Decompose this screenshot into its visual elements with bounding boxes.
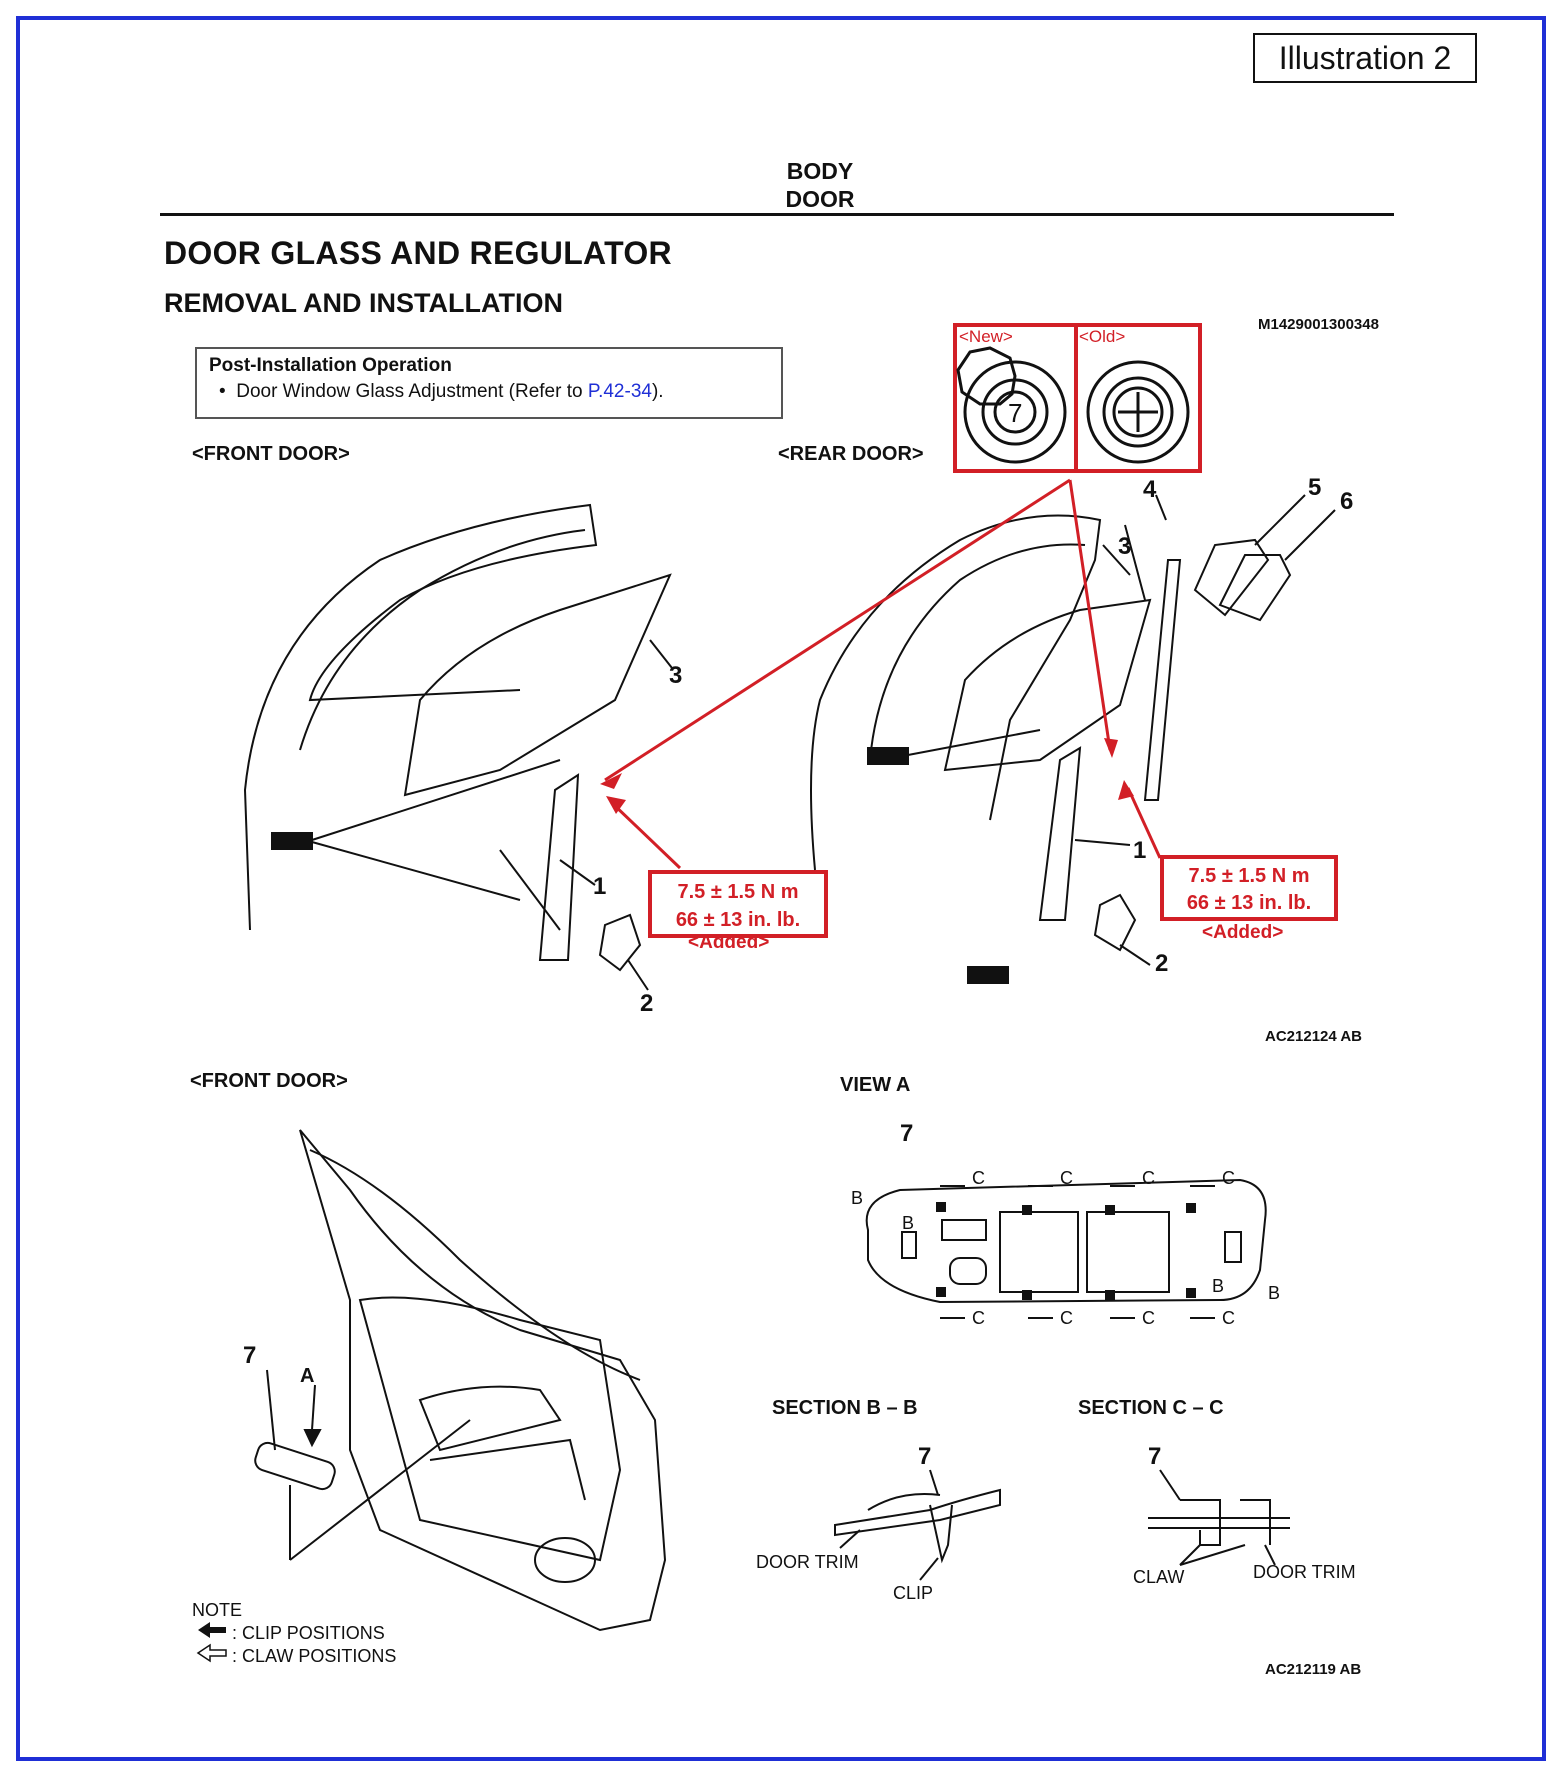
rear-quarter-seal	[1218, 554, 1292, 622]
callout-bb-7: 7	[918, 1443, 932, 1470]
torque-front-line2: 66 ± 13 in. lb.	[675, 909, 801, 931]
page-frame	[16, 16, 1546, 1761]
view-arrow-a-label: A	[300, 1365, 315, 1387]
viewa-b4: B	[1268, 1283, 1281, 1303]
post-install-text: Door Window Glass Adjustment (Refer to	[236, 381, 588, 402]
torque-rear-line1: 7.5 ± 1.5 N m	[1188, 865, 1310, 887]
front-door-glass	[403, 573, 672, 797]
new-bolt-icon	[956, 346, 1017, 406]
callout-rear-5: 5	[1308, 474, 1322, 501]
figure-code-top: AC212124 AB	[1265, 1028, 1362, 1045]
front-door-label: <FRONT DOOR>	[192, 443, 350, 465]
rear-handle-1	[867, 747, 909, 765]
old-bolt-label: <Old>	[1079, 327, 1126, 346]
view-a-clip-markers	[936, 1202, 1196, 1300]
viewa-b1: B	[851, 1188, 864, 1208]
rear-door-frame	[810, 514, 1102, 871]
viewa-c6: C	[1060, 1308, 1073, 1328]
callout-viewa-7: 7	[900, 1120, 914, 1147]
page-title: DOOR GLASS AND REGULATOR	[164, 235, 672, 271]
front-motor	[598, 913, 642, 972]
callout-rear-6: 6	[1340, 488, 1354, 515]
view-a-label: VIEW A	[840, 1074, 911, 1096]
torque-rear-box: 7.5 ± 1.5 N m 66 ± 13 in. lb.	[1160, 855, 1338, 921]
note-clip: : CLIP POSITIONS	[232, 1623, 385, 1643]
front-handle	[271, 832, 313, 850]
note-clip-arrow-icon	[198, 1622, 226, 1638]
figure-code-bottom: AC212119 AB	[1265, 1661, 1362, 1678]
section-bb-label: SECTION B – B	[772, 1397, 918, 1419]
door-trim-label: DOOR TRIM	[756, 1552, 859, 1572]
rear-motor	[1093, 893, 1137, 952]
rear-door-label: <REAR DOOR>	[778, 443, 924, 465]
page-subtitle: REMOVAL AND INSTALLATION	[164, 288, 563, 318]
viewa-c2: C	[1060, 1168, 1073, 1188]
callout-cc-7: 7	[1148, 1443, 1162, 1470]
header-line-2: DOOR	[785, 186, 855, 212]
old-bolt-box	[1074, 323, 1202, 473]
note-claw-arrow-icon	[196, 1643, 227, 1663]
viewa-c4: C	[1222, 1168, 1235, 1188]
old-bolt-head	[1086, 360, 1190, 464]
torque-front-box: 7.5 ± 1.5 N m 66 ± 13 in. lb.	[648, 870, 828, 938]
front-door-label-2: <FRONT DOOR>	[190, 1070, 348, 1092]
viewa-b2: B	[902, 1213, 915, 1233]
rear-door-sash	[869, 543, 1086, 761]
section-cc-drawing	[1148, 1469, 1290, 1566]
red-leader-arrows	[604, 478, 1162, 870]
post-install-bullet: • Door Window Glass Adjustment (Refer to…	[219, 381, 664, 402]
callout-rear-1: 1	[1133, 837, 1147, 864]
front-door-frame	[243, 503, 598, 931]
speaker	[534, 1537, 596, 1583]
door-trim-label-2: DOOR TRIM	[1253, 1562, 1356, 1582]
rear-regulator	[1038, 746, 1082, 921]
view-a-panel	[865, 1178, 1267, 1304]
viewa-c5: C	[972, 1308, 985, 1328]
illustration-tag: Illustration 2	[1253, 33, 1477, 83]
claw-label: CLAW	[1133, 1567, 1185, 1587]
new-bolt-label: <New>	[959, 327, 1013, 346]
viewa-b3: B	[1212, 1276, 1225, 1296]
switch-panel	[254, 1441, 336, 1491]
callout-front-2: 2	[640, 990, 654, 1017]
trim-door-outline	[299, 1129, 667, 1632]
post-install-title: Post-Installation Operation	[209, 355, 452, 376]
viewa-c1: C	[972, 1168, 985, 1188]
section-cc-label: SECTION C – C	[1078, 1397, 1224, 1419]
front-regulator	[538, 773, 580, 961]
section-bb-drawing	[834, 1469, 1001, 1581]
header-line-1: BODY	[786, 158, 854, 184]
torque-rear-added: <Added>	[1202, 922, 1284, 943]
page-reference-link[interactable]: P.42-34	[587, 381, 652, 402]
callout-rear-2: 2	[1155, 950, 1169, 977]
torque-front-added: <Added>	[688, 932, 770, 953]
rear-door-glass	[943, 598, 1152, 772]
torque-front-line1: 7.5 ± 1.5 N m	[677, 881, 799, 903]
clip-label: CLIP	[893, 1583, 934, 1603]
callout-front-3: 3	[669, 662, 683, 689]
post-install-tail: ).	[651, 381, 664, 402]
armrest	[418, 1385, 562, 1452]
new-bolt-head	[963, 360, 1067, 464]
callout-front-1: 1	[593, 873, 607, 900]
note-claw: : CLAW POSITIONS	[232, 1646, 397, 1666]
rear-division-bar	[1143, 559, 1182, 801]
viewa-c8: C	[1222, 1308, 1235, 1328]
header-rule	[160, 213, 1394, 216]
new-bolt-number: 7	[1008, 398, 1022, 428]
view-a-c-arrows	[940, 1185, 1215, 1319]
callout-rear-4: 4	[1143, 476, 1157, 503]
note-title: NOTE	[192, 1600, 243, 1620]
callout-bottom-7: 7	[243, 1342, 257, 1369]
rear-quarter-glass	[1193, 538, 1270, 617]
viewa-c7: C	[1142, 1308, 1155, 1328]
doc-code: M1429001300348	[1258, 316, 1379, 333]
rear-handle-2	[967, 966, 1009, 984]
torque-rear-line2: 66 ± 13 in. lb.	[1186, 892, 1312, 914]
front-door-sash	[299, 529, 586, 751]
post-install-box: Post-Installation Operation • Door Windo…	[195, 347, 783, 419]
